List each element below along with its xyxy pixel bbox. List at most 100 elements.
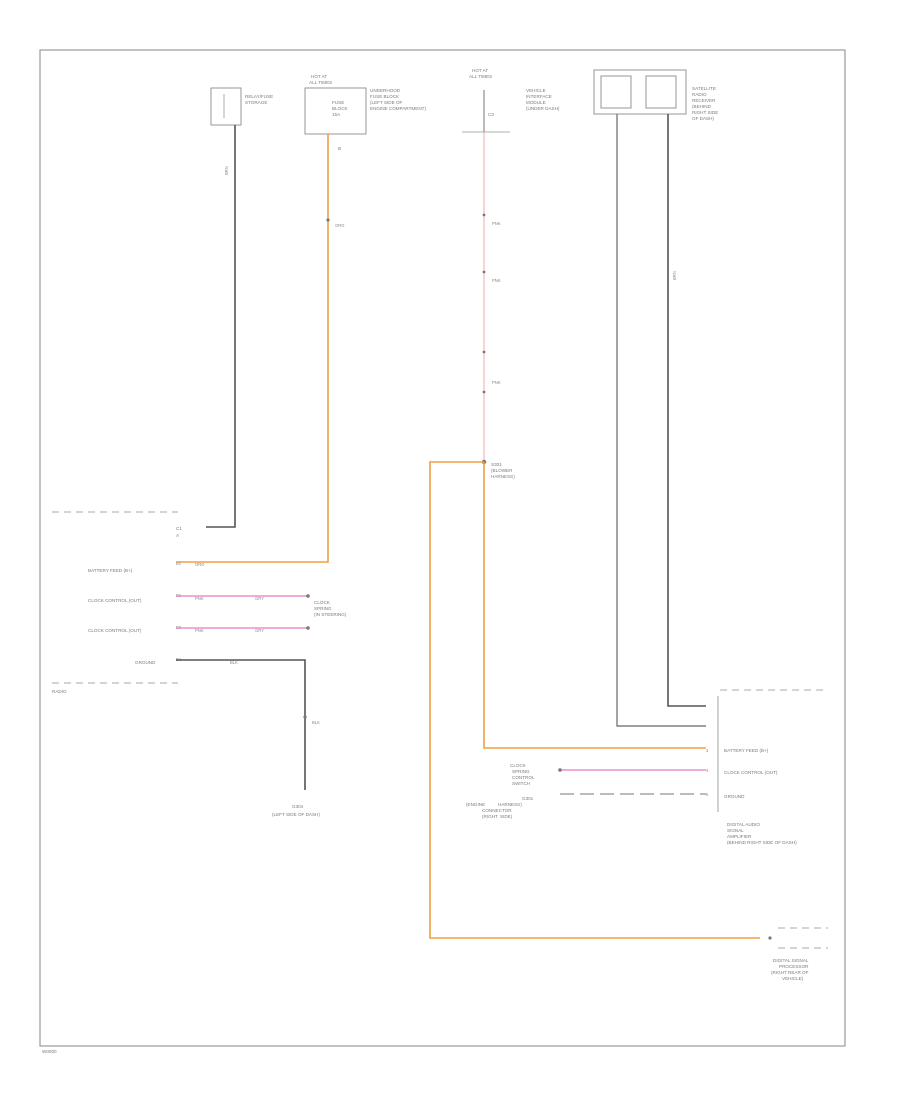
amp-desc-1: DIGITAL AUDIO [727,822,760,827]
dsp-3: (RIGHT REAR OF [771,970,809,975]
fuse-mid-desc-3: (LEFT SIDE OF [370,100,403,105]
radio-row-2-wire-b: GRY [255,596,264,601]
clock-left-2: SPRING [314,606,332,611]
amp-desc-2: SIGNAL [727,828,744,833]
amp-row-1-name: BATTERY FEED (B+) [724,748,769,753]
wire-code-center-1: PNK [492,221,501,226]
satellite-receiver-fuse-1 [600,75,632,109]
amp-row-2-name: CLOCK CONTROL (OUT) [724,770,778,775]
clock-left-1: CLOCK [314,600,331,605]
amp-row-3-name: GROUND [724,794,745,799]
ground-left-conn [303,715,307,719]
clock-right-conn [558,768,562,772]
dsp-1: DIGITAL SIGNAL [773,958,809,963]
connector-dot-center-1 [482,213,486,217]
satellite-desc-6: OF DASH) [692,116,714,121]
wire-relay-to-radio [206,125,236,528]
fuse-mid-box-1: FUSE [332,100,344,105]
ground-left-wire: BLK [312,720,320,725]
amp-row-2-pin: 4 [706,768,709,773]
wire-code-satellite: BRN [672,271,677,280]
fuse-mid-box-2: BLOCK [332,106,349,111]
wire-code-center-2: PNK [492,278,501,283]
amp-desc-3: AMPLIFIER [727,834,752,839]
connector-dot-center-3 [482,350,486,354]
ground-right-3: HARNESS) [498,802,522,807]
fuse-mid-box-3: 15A [332,112,341,117]
clock-conn-1 [306,594,310,598]
fuse-center-desc-4: (UNDER DASH) [526,106,560,111]
ground-left-1: G304 [292,804,304,809]
clock-right-3: CONTROL [512,775,535,780]
radio-pin-top-2: A [176,533,180,538]
splice-label-3: HARNESS) [491,474,515,479]
fuse-mid-box [304,87,367,135]
fuse-center-top-1: HOT AT [472,68,488,73]
wire-splice-to-dsp [429,461,760,939]
wire-code-fuse-mid: ORG [335,223,345,228]
connector-dot-center-4 [482,390,486,394]
fuse-mid-top-2: ALL TIMES [309,80,332,85]
fuse-mid-pin: B [338,146,341,151]
wire-radio-ground [176,659,306,790]
satellite-desc-3: RECEIVER [692,98,716,103]
amp-row-3-pin: 5 [706,792,709,797]
radio-row-3-name: CLOCK CONTROL (OUT) [88,628,142,633]
radio-row-2-name: CLOCK CONTROL (OUT) [88,598,142,603]
ground-right-2: (ENGINE [466,802,485,807]
satellite-desc-1: SATELLITE [692,86,716,91]
diagram-frame [39,49,846,1047]
fuse-center-desc-1: VEHICLE [526,88,546,93]
fuse-mid-desc-2: FUSE BLOCK [370,94,400,99]
ground-right-6: SIDE) [500,814,513,819]
radio-row-2-wire: PNK [195,596,204,601]
clock-right-2: SPRING [512,769,530,774]
dsp-conn [768,936,772,940]
clock-right-1: CLOCK [510,763,527,768]
wire-satellite-2 [667,114,706,707]
amp-row-1-pin: 3 [706,748,709,753]
wire-fuse-to-radio-b1 [176,134,329,563]
ground-right-1: G301 [522,796,534,801]
radio-row-1-wire: ORG [195,562,205,567]
dsp-4: VEHICLE) [782,976,804,981]
ground-right-4: CONNECTOR [482,808,512,813]
radio-row-4-wire: BLK [230,660,238,665]
fuse-center-desc-2: INTERFACE [526,94,552,99]
fuse-center-pin: C3 [488,112,494,117]
satellite-desc-2: RADIO [692,92,707,97]
clock-conn-2 [306,626,310,630]
satellite-desc-5: RIGHT SIDE [692,110,718,115]
dsp-2: PROCESSOR [779,964,809,969]
connector-dot-mid [326,218,330,222]
radio-name: RADIO [52,689,67,694]
satellite-desc-4: (BEHIND [692,104,712,109]
radio-pin-top: C1 [176,526,182,531]
ground-left-2: (LEFT SIDE OF DASH) [272,812,320,817]
wire-code-relay: BRN [224,166,229,175]
radio-row-1-pin: B1 [176,561,182,566]
relay-fuse-label-1: RELAY/FUSE [245,94,273,99]
fuse-mid-desc-1: UNDERHOOD [370,88,401,93]
fuse-mid-top-1: HOT AT [311,74,327,79]
fuse-center-top-2: ALL TIMES [469,74,492,79]
splice-label-2: (BLOWER [491,468,513,473]
fuse-center-desc-3: MODULE [526,100,546,105]
relay-fuse-label-2: STORAGE [245,100,267,105]
wire-splice-to-amp [483,462,706,749]
ground-right-5: (RIGHT [482,814,498,819]
relay-fuse-box [210,87,242,126]
footer-code: W0000 [42,1049,57,1054]
connector-dot-center-2 [482,270,486,274]
radio-row-1-name: BATTERY FEED (B+) [88,568,133,573]
fuse-mid-desc-4: ENGINE COMPARTMENT) [370,106,426,111]
clock-left-3: (IN STEERING) [314,612,347,617]
amp-desc-4: (BEHIND RIGHT SIDE OF DASH) [727,840,797,845]
radio-row-4-name: GROUND [135,660,156,665]
wire-satellite-1 [616,114,706,727]
clock-right-4: SWITCH [512,781,530,786]
radio-row-3-wire: PNK [195,628,204,633]
radio-row-3-wire-b: GRY [255,628,264,633]
